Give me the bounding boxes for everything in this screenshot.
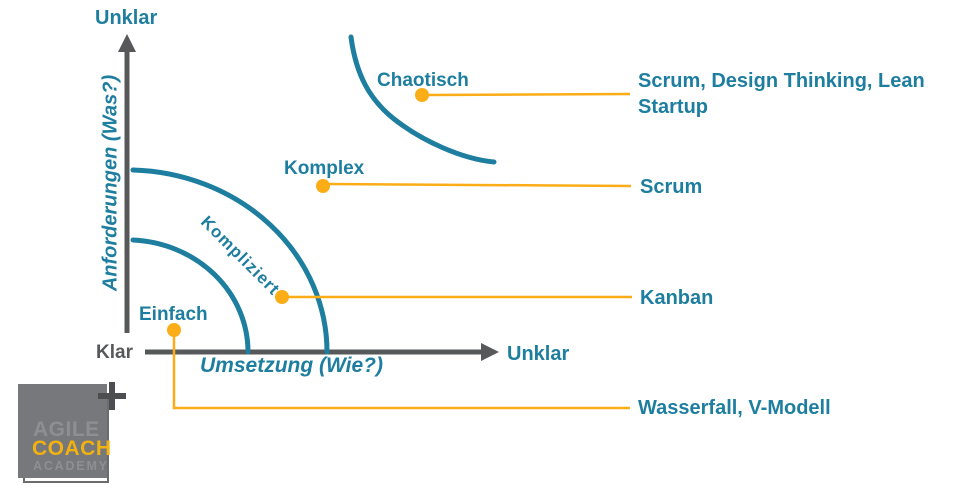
method-label-kompliziert: Kanban xyxy=(640,287,714,309)
x-axis-right-label: Unklar xyxy=(507,343,570,365)
y-axis-title: Anforderungen (Was?) xyxy=(99,74,122,292)
dot-komplex xyxy=(316,179,330,193)
arc-einfach-boundary xyxy=(130,237,251,355)
dot-chaotisch xyxy=(415,88,429,102)
x-axis-title: Umsetzung (Wie?) xyxy=(200,354,383,377)
zone-label-komplex: Komplex xyxy=(284,158,365,179)
y-axis-top-label: Unklar xyxy=(95,7,158,29)
connector-einfach xyxy=(172,332,630,410)
x-axis-arrow-icon xyxy=(481,343,499,361)
method-label-einfach: Wasserfall, V-Modell xyxy=(638,397,831,419)
zone-label-chaotisch: Chaotisch xyxy=(377,70,469,91)
method-label-chaotisch: Scrum, Design Thinking, Lean Startup xyxy=(638,70,925,119)
y-axis-arrow-icon xyxy=(118,34,136,52)
connector-komplex xyxy=(328,182,632,188)
logo-text-coach: COACH xyxy=(32,437,112,460)
logo-text-agile: AGILE xyxy=(33,418,100,441)
connector-chaotisch xyxy=(427,92,631,97)
dot-einfach xyxy=(167,323,181,337)
plus-icon xyxy=(109,382,115,410)
logo-background-square xyxy=(18,384,107,478)
arc-chaotisch-boundary xyxy=(348,34,497,165)
logo-text-academy: ACADEMY xyxy=(33,459,109,473)
method-label-komplex: Scrum xyxy=(640,176,703,198)
origin-label: Klar xyxy=(96,342,133,363)
zone-label-einfach: Einfach xyxy=(139,304,208,325)
dot-kompliziert xyxy=(275,290,289,304)
arc-kompliziert-boundary xyxy=(130,167,330,355)
